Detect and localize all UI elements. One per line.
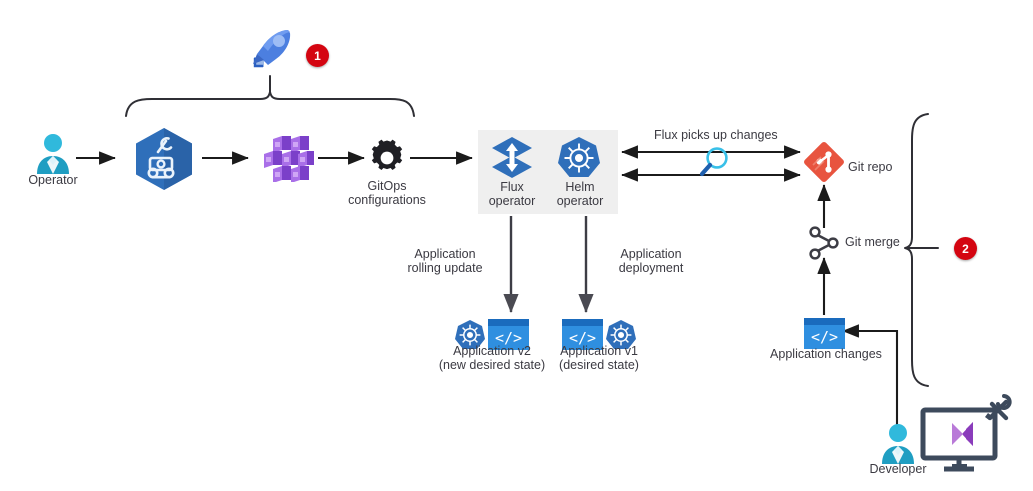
arrow-developer-to-appchanges <box>842 324 899 433</box>
visual-studio-monitor-icon <box>920 394 1012 472</box>
badge-step-2: 2 <box>954 237 977 260</box>
helm-kubernetes-icon <box>558 137 600 177</box>
developer-label: Developer <box>869 462 927 476</box>
application-v2-label: Application v2 (new desired state) <box>438 344 546 372</box>
developer-person-icon <box>882 424 914 464</box>
kubernetes-code-icon: </> <box>455 319 529 350</box>
code-icon: </> <box>804 318 845 349</box>
badge-step-2-label: 2 <box>962 241 969 256</box>
magnifier-icon <box>699 147 728 177</box>
kubernetes-cluster-nodes-icon <box>264 136 314 182</box>
brace-right <box>904 113 939 387</box>
git-merge-icon <box>809 226 839 260</box>
flux-picks-up-changes-label: Flux picks up changes <box>654 128 778 142</box>
svg-text:</>: </> <box>811 328 838 346</box>
flux-icon <box>492 137 532 178</box>
git-merge-label: Git merge <box>845 235 900 249</box>
gitops-configurations-label: GitOps configurations <box>348 179 426 207</box>
operator-label: Operator <box>28 173 78 187</box>
git-repo-label: Git repo <box>848 160 893 174</box>
svg-text:</>: </> <box>569 329 596 347</box>
badge-step-1: 1 <box>306 44 329 67</box>
svg-text:</>: </> <box>495 329 522 347</box>
code-kubernetes-icon: </> <box>562 319 636 350</box>
application-changes-label: Application changes <box>770 347 882 361</box>
flux-operator-label: Flux operator <box>488 180 536 208</box>
brace-top <box>125 75 415 117</box>
operator-person-icon <box>37 134 69 174</box>
git-repo-icon <box>804 142 844 182</box>
gear-icon <box>371 139 403 170</box>
azure-arc-kubernetes-icon <box>136 128 192 190</box>
badge-step-1-label: 1 <box>314 48 321 63</box>
application-v1-label: Application v1 (desired state) <box>559 344 639 372</box>
helm-operator-label: Helm operator <box>556 180 604 208</box>
application-deployment-label: Application deployment <box>618 247 684 275</box>
gitops-rocket-icon <box>253 30 291 68</box>
application-rolling-update-label: Application rolling update <box>407 247 483 275</box>
